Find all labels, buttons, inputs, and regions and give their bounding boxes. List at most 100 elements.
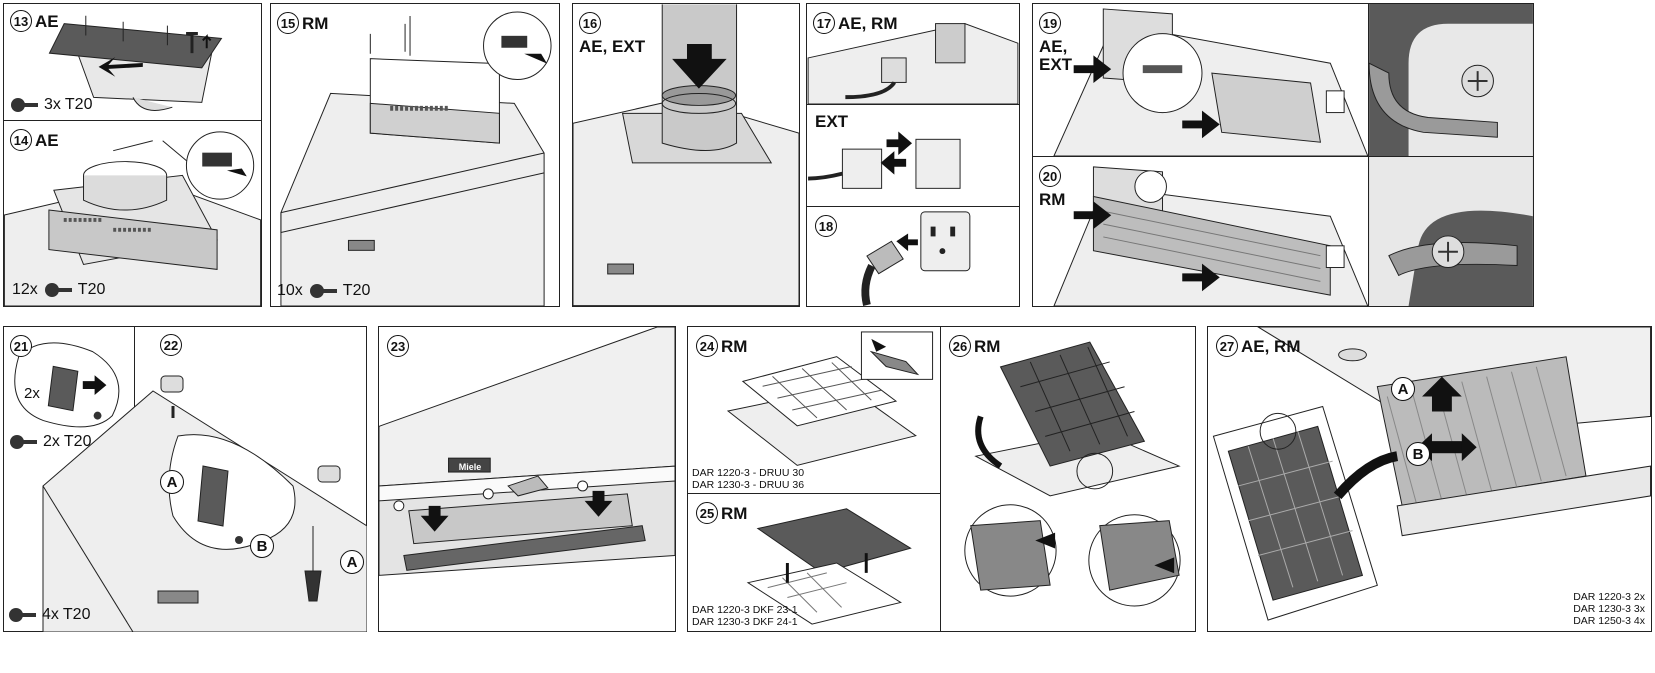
step-20-detail-panel	[1368, 156, 1534, 307]
step-13-number: 13	[10, 10, 32, 32]
step-27-tag: AE, RM	[1241, 336, 1301, 356]
step-18-number: 18	[815, 215, 837, 237]
step-21-screw-note: 2x T20	[9, 433, 91, 451]
step-17-number: 17	[813, 12, 835, 34]
step-25-model-2: DAR 1230-3 DKF 24-1	[692, 616, 798, 629]
step-16-label: 16	[579, 12, 601, 34]
step-17-tag: AE, RM	[838, 13, 898, 33]
step-13-illustration	[48, 15, 223, 111]
step-23-label: 23	[387, 335, 409, 357]
step-15-label: 15 RM	[277, 12, 328, 34]
step-27-illustration	[1212, 327, 1651, 621]
step-21-screw-count: 2x	[43, 433, 60, 450]
step-19-panel: 19 AE, EXT	[1032, 3, 1370, 157]
step-14-screw-count: 12x	[12, 281, 38, 298]
step-20-panel: 20 RM	[1032, 156, 1370, 307]
step-16-number: 16	[579, 12, 601, 34]
step-13-screw-note: 3x T20	[10, 96, 92, 114]
step-21-number: 21	[10, 335, 32, 357]
step-21-illustration	[14, 342, 120, 428]
screw-icon	[309, 284, 337, 298]
step-18-illustration	[861, 211, 971, 306]
step-19-detail-illustration	[1369, 4, 1533, 156]
step-25-panel: 25 RM DAR 1220-3 DKF 23-1 DAR 1230-3 DKF…	[687, 493, 941, 632]
step-20-tag: RM	[1039, 190, 1066, 209]
step-27-label: 27 AE, RM	[1216, 335, 1301, 357]
step-13-screw-count: 3x	[44, 96, 61, 113]
screw-icon	[11, 98, 38, 112]
step-25-model-1: DAR 1220-3 DKF 23-1	[692, 604, 798, 616]
step-18-panel: 18	[806, 206, 1020, 307]
step-17-ext-panel: EXT	[806, 104, 1020, 207]
step-22-illustration	[42, 375, 367, 632]
step-14-number: 14	[10, 129, 32, 151]
step-22-callout-a-second: A	[340, 550, 364, 574]
step-26-tag: RM	[974, 336, 1001, 356]
step-13-tag: AE	[35, 11, 59, 31]
step-18-label: 18	[815, 215, 837, 237]
step-25-tag: RM	[721, 503, 748, 523]
step-16-panel: 16 AE, EXT	[572, 3, 800, 307]
step-20-illustration	[1053, 166, 1369, 306]
step-14-label: 14 AE	[10, 129, 59, 151]
step-24-models: DAR 1220-3 - DRUU 30 DAR 1230-3 - DRUU 3…	[692, 467, 804, 491]
step-15-panel: 15 RM 10x T20	[270, 3, 560, 307]
step-24-illustration	[726, 331, 934, 466]
step-26-label: 26 RM	[949, 335, 1000, 357]
step-24-tag: RM	[721, 336, 748, 356]
step-14-screw-type: T20	[77, 281, 106, 298]
step-22-label: 22	[160, 334, 182, 356]
step-24-panel: 24 RM DAR 1220-3 - DRUU 30 DAR 1230-3 - …	[687, 326, 941, 494]
step-27-model-2: DAR 1230-3 3x	[1573, 603, 1645, 616]
step-15-screw-note: 10x T20	[277, 282, 370, 300]
step-20-label: 20	[1039, 165, 1061, 187]
step-13-panel: 13 AE 3x T20	[3, 3, 262, 121]
step-20-number: 20	[1039, 165, 1061, 187]
step-16-illustration	[573, 4, 799, 306]
step-23-illustration	[379, 327, 675, 576]
step-24-label: 24 RM	[696, 335, 747, 357]
step-27-panel: 27 AE, RM A B DAR 1220-3 2x DAR 1230-3 3…	[1207, 326, 1652, 632]
step-27-callout-a: A	[1391, 377, 1415, 401]
step-17-illustration	[807, 23, 1019, 104]
step-19-tag: AE, EXT	[1039, 37, 1073, 74]
step-14-tag: AE	[35, 130, 59, 150]
screw-icon	[44, 283, 72, 297]
step-25-illustration	[746, 508, 912, 625]
step-14-screw-note: 12x T20	[12, 281, 105, 299]
screw-icon	[9, 608, 36, 622]
step-20-detail-illustration	[1369, 157, 1533, 306]
step-21-label: 21	[10, 335, 32, 357]
step-21-screw-type: T20	[63, 433, 92, 450]
step-24-model-2: DAR 1230-3 - DRUU 36	[692, 479, 805, 492]
miele-logo: Miele	[458, 462, 482, 472]
step-19-label: 19	[1039, 12, 1061, 34]
step-22-screw-count: 4x	[42, 606, 59, 623]
step-17-ext-tag: EXT	[815, 112, 849, 131]
step-25-number: 25	[696, 502, 718, 524]
step-23-panel: 23 Miele	[378, 326, 676, 632]
step-17-panel: 17 AE, RM	[806, 3, 1020, 105]
step-15-screw-count: 10x	[277, 282, 303, 299]
step-17-ext-illustration	[808, 131, 961, 189]
step-26-number: 26	[949, 335, 971, 357]
step-16-tag: AE, EXT	[579, 37, 646, 56]
step-15-tag: RM	[302, 13, 329, 33]
step-19-illustration	[1053, 8, 1369, 156]
step-26-panel: 26 RM	[940, 326, 1196, 632]
step-27-callout-b: B	[1406, 442, 1430, 466]
step-13-label: 13 AE	[10, 10, 59, 32]
step-15-screw-type: T20	[342, 282, 371, 299]
step-22-number: 22	[160, 334, 182, 356]
step-14-illustration	[4, 131, 261, 306]
step-27-model-1: DAR 1220-3 2x	[1573, 591, 1645, 603]
step-27-model-3: DAR 1250-3 4x	[1573, 615, 1645, 628]
step-21-multiplier: 2x	[24, 385, 40, 402]
step-25-models: DAR 1220-3 DKF 23-1 DAR 1230-3 DKF 24-1	[692, 604, 798, 628]
step-13-screw-type: T20	[64, 96, 93, 113]
screw-icon	[10, 435, 37, 449]
step-23-number: 23	[387, 335, 409, 357]
step-22-screw-note: 4x T20	[8, 606, 90, 624]
step-25-label: 25 RM	[696, 502, 747, 524]
step-19-detail-panel	[1368, 3, 1534, 157]
